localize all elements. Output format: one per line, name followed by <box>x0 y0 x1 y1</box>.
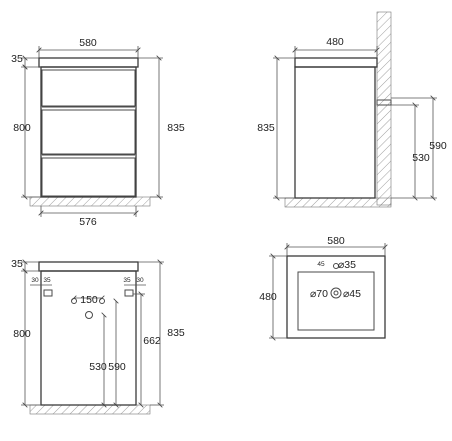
front-drawer-3 <box>41 157 136 197</box>
front-width-bottom-label: 576 <box>79 216 97 228</box>
side-view: 480 835 530 590 <box>257 11 447 208</box>
front-view: 580 35 800 835 576 <box>11 37 185 228</box>
top-drain-inner <box>333 290 339 296</box>
top-basin-outer <box>286 255 386 339</box>
back-edge-left-a-label: 30 <box>31 277 39 284</box>
top-hole-small-label: ⌀35 <box>338 259 356 271</box>
back-mount-low-label: 530 <box>89 361 107 373</box>
back-floor-hatch <box>29 404 151 415</box>
top-drain-hole <box>330 287 342 299</box>
top-view: 580 480 45 ⌀35 ⌀70 ⌀45 <box>259 235 385 338</box>
back-height-inner-label: 662 <box>143 335 161 347</box>
back-mount-high-label: 590 <box>108 361 126 373</box>
side-floor-hatch <box>284 197 392 208</box>
front-drawer-2 <box>41 109 136 155</box>
front-drawer-1 <box>41 69 136 107</box>
back-hole-left <box>71 298 77 304</box>
back-edge-right-b-label: 30 <box>136 277 144 284</box>
top-tap-hole <box>333 263 339 269</box>
back-drain-hole <box>85 311 93 319</box>
top-width-label: 580 <box>327 235 345 247</box>
side-wall-hatch <box>376 11 392 206</box>
back-bracket-right <box>124 289 134 297</box>
top-offset-small-label: 45 <box>317 261 325 268</box>
front-width-top-label: 580 <box>79 37 97 49</box>
back-view: 30 35 35 30 150 35 800 530 590 662 835 <box>11 258 185 415</box>
top-hole-overflow-label: ⌀45 <box>343 288 361 300</box>
side-countertop <box>294 57 378 68</box>
top-hole-drain-label: ⌀70 <box>310 288 328 300</box>
top-basin-inner <box>297 271 375 331</box>
back-cabinet-body <box>40 270 137 406</box>
front-top-offset-label: 35 <box>11 53 23 65</box>
side-wall-bracket <box>376 99 392 106</box>
front-cabinet-body <box>40 66 137 198</box>
side-depth-label: 480 <box>326 36 344 48</box>
front-height-body-label: 800 <box>13 122 31 134</box>
back-bracket-left <box>43 289 53 297</box>
back-edge-right-a-label: 35 <box>123 277 131 284</box>
side-mount-low-label: 530 <box>412 152 430 164</box>
back-height-total-label: 835 <box>167 327 185 339</box>
back-top-offset-label: 35 <box>11 258 23 270</box>
front-countertop <box>38 57 139 68</box>
side-height-total-label: 835 <box>257 122 275 134</box>
back-hole-right <box>99 298 105 304</box>
front-height-total-label: 835 <box>167 122 185 134</box>
side-cabinet-body <box>294 66 376 199</box>
back-countertop <box>38 261 139 272</box>
top-depth-label: 480 <box>259 291 277 303</box>
front-floor-hatch <box>29 196 151 207</box>
back-edge-left-b-label: 35 <box>43 277 51 284</box>
back-center-spacing-label: 150 <box>80 294 98 306</box>
back-height-body-label: 800 <box>13 328 31 340</box>
side-mount-high-label: 590 <box>429 140 447 152</box>
